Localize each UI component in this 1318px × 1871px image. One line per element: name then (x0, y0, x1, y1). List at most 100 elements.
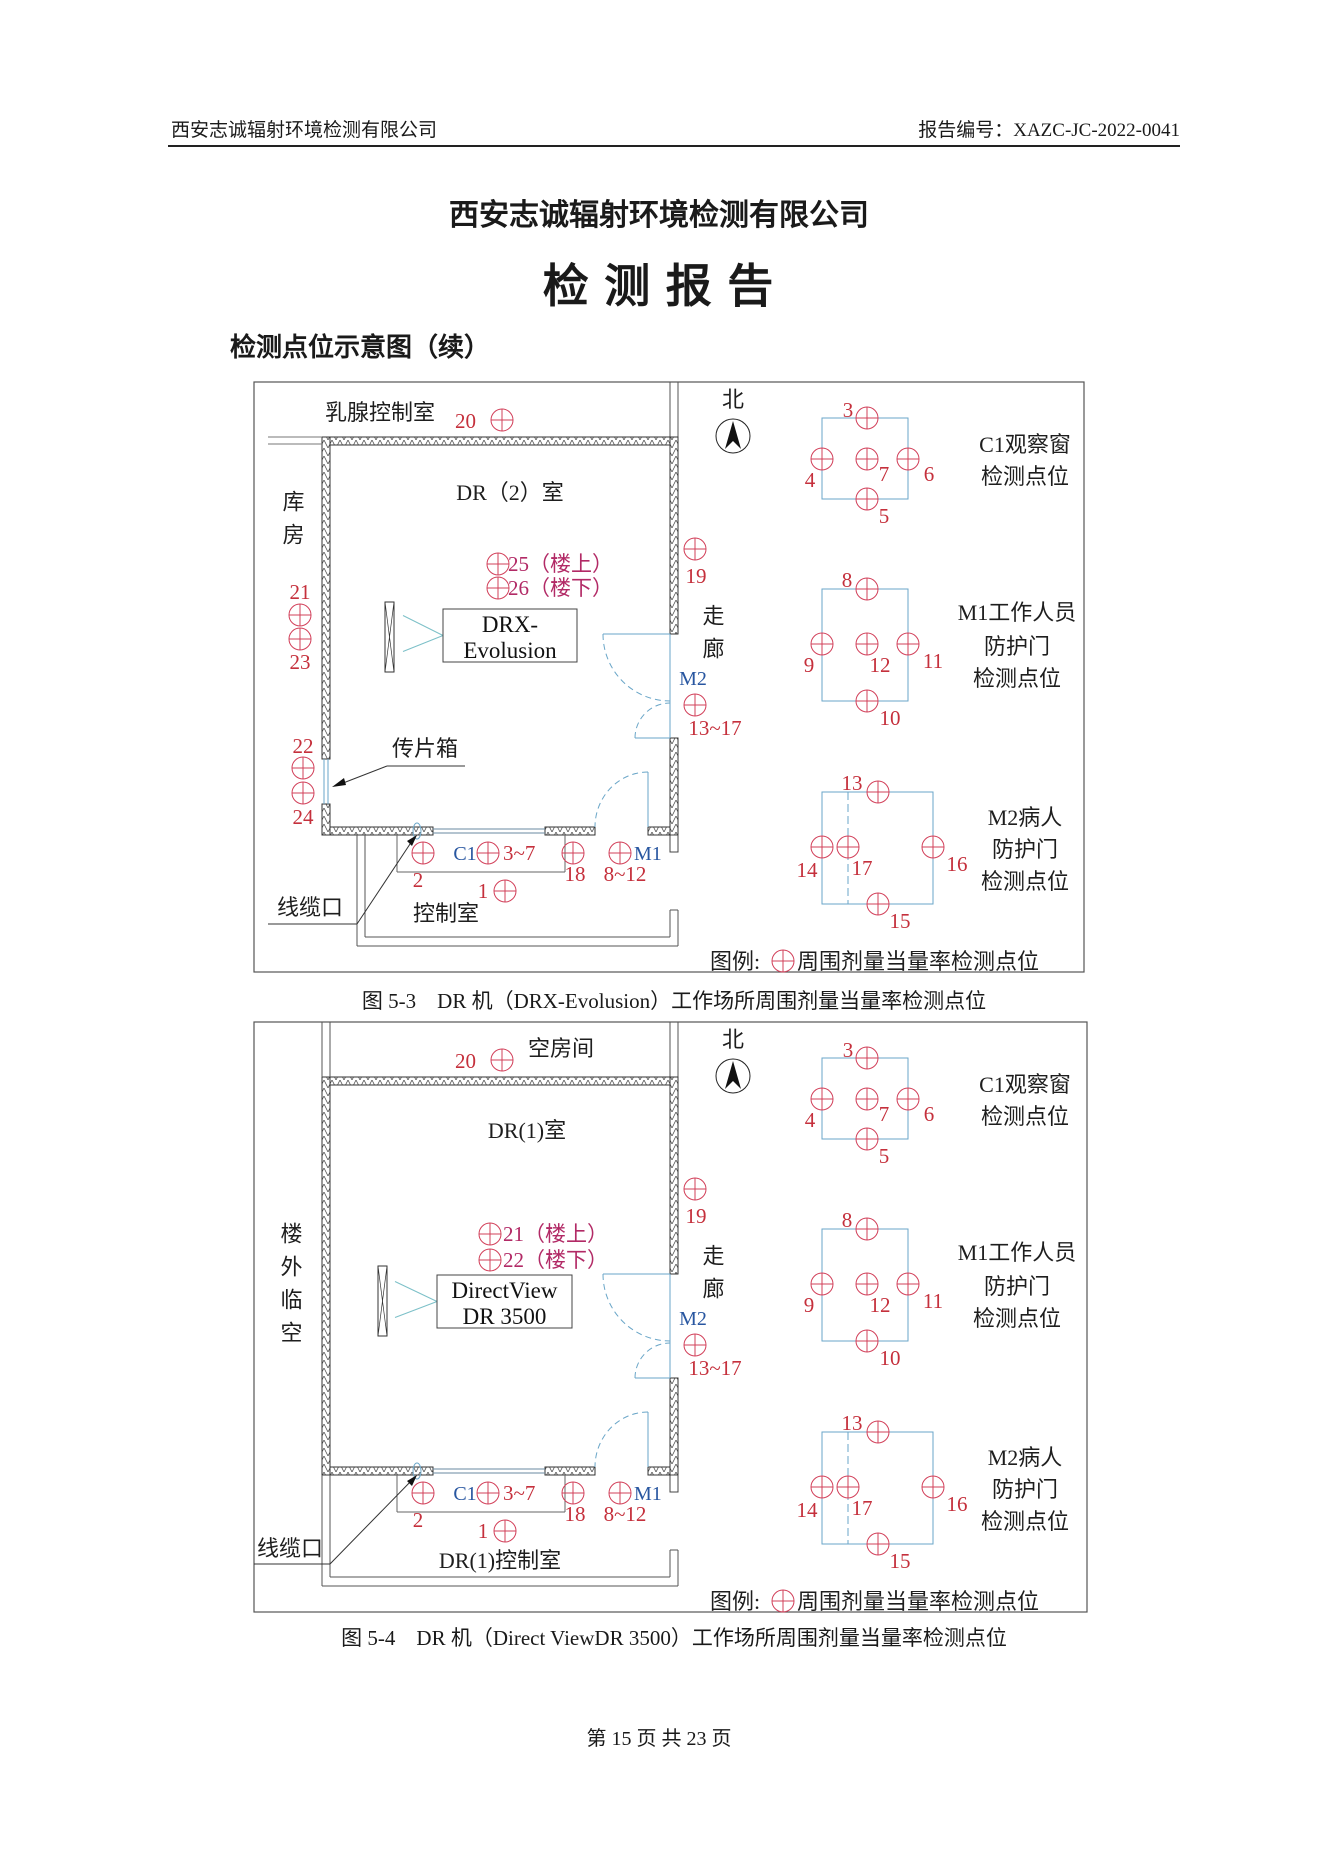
detail-m2-title: M2病人 (988, 1445, 1063, 1470)
measure-point-icon (866, 1532, 890, 1556)
detail-point-label: 6 (924, 1102, 935, 1126)
measure-point-icon (771, 949, 795, 973)
arrow-icon (407, 835, 417, 846)
measure-point-icon (866, 1420, 890, 1444)
header-report-number: 报告编号：XAZC-JC-2022-0041 (918, 120, 1180, 141)
shield-wall (669, 1076, 679, 1275)
device-model: Evolusion (463, 638, 557, 663)
measure-point-icon (486, 576, 510, 600)
detail-m1-subtitle: 检测点位 (973, 1306, 1061, 1331)
point-label-21: 21 (290, 580, 311, 604)
detail-point-label: 5 (879, 504, 890, 528)
detail-point-label: 10 (880, 1346, 901, 1370)
corridor-label: 走廊 (700, 604, 725, 670)
detail-point-label: 16 (947, 1492, 968, 1516)
shield-wall (669, 737, 679, 836)
measure-point-icon (683, 1177, 707, 1201)
section-title: 检测点位示意图（续） (230, 333, 491, 362)
detail-point-label: 9 (804, 1293, 815, 1317)
measure-point-icon (493, 1519, 517, 1543)
measure-point-icon (810, 447, 834, 471)
measure-point-icon (810, 1087, 834, 1111)
measure-point-icon (493, 879, 517, 903)
detail-point-label: 12 (870, 1293, 891, 1317)
point-label-18: 18 (565, 862, 586, 886)
shield-wall (321, 436, 679, 446)
measure-point-icon (810, 835, 834, 859)
point-label-2: 2 (413, 868, 424, 892)
detail-point-label: 15 (890, 909, 911, 933)
cable-port-icon (412, 1462, 422, 1480)
legend-label: 图例: (710, 949, 760, 974)
room-label-main: DR(1)室 (488, 1118, 566, 1143)
measure-point-icon (855, 1087, 879, 1111)
measure-point-icon (486, 552, 510, 576)
point-label-19: 19 (686, 564, 707, 588)
measure-point-icon (771, 1589, 795, 1613)
door-m1-label: M1 (634, 1483, 662, 1505)
measure-point-icon (411, 1481, 435, 1505)
detail-m1-title: M1工作人员 (958, 1240, 1077, 1265)
point-label-19: 19 (686, 1204, 707, 1228)
legend-text: 周围剂量当量率检测点位 (797, 1589, 1039, 1614)
measure-point-icon (561, 841, 585, 865)
detail-m1-outline (821, 588, 909, 702)
detail-m1-title: M1工作人员 (958, 600, 1077, 625)
detail-point-label: 14 (797, 1498, 819, 1522)
measure-point-icon (855, 1127, 879, 1151)
point-label-20: 20 (455, 1049, 476, 1073)
measure-point-icon (478, 1248, 502, 1272)
header-company: 西安志诚辐射环境检测有限公司 (171, 120, 438, 141)
detail-point-label: 13 (842, 771, 863, 795)
door-m2-label: M2 (679, 668, 707, 690)
detail-point-label: 6 (924, 462, 935, 486)
detail-point-label: 5 (879, 1144, 890, 1168)
point-label-21: 21（楼上） (503, 1222, 608, 1246)
cable-port-leader (356, 837, 415, 925)
cable-port-icon (412, 822, 422, 840)
shield-wall (321, 803, 331, 836)
legend-text: 周围剂量当量率检测点位 (797, 949, 1039, 974)
measure-point-icon (411, 841, 435, 865)
point-label-8-12: 8~12 (604, 862, 647, 886)
door-m2-label: M2 (679, 1308, 707, 1330)
door-m1-swing (594, 1411, 649, 1468)
detail-m2-outline (821, 791, 934, 905)
detail-c1-subtitle: 检测点位 (981, 464, 1069, 489)
detail-point-label: 3 (843, 1038, 854, 1062)
detail-point-label: 11 (923, 649, 943, 673)
point-label-2: 2 (413, 1508, 424, 1532)
shield-wall (321, 1076, 331, 1476)
pass-box-leader (337, 765, 388, 786)
north-arrow-icon (725, 421, 741, 449)
measure-point-icon (896, 632, 920, 656)
measure-point-icon (866, 892, 890, 916)
pass-box-label: 传片箱 (392, 736, 458, 761)
measure-point-icon (896, 1272, 920, 1296)
measure-point-icon (855, 487, 879, 511)
detail-c1-title: C1观察窗 (979, 432, 1071, 457)
beam-line (394, 1281, 438, 1302)
measure-point-icon (683, 693, 707, 717)
point-label-26: 26（楼下） (508, 576, 613, 600)
detail-point-label: 7 (879, 1102, 890, 1126)
shield-wall (329, 826, 434, 836)
beam-line (402, 615, 444, 636)
shield-wall (329, 1466, 434, 1476)
measure-point-icon (288, 603, 312, 627)
device-model: DR 3500 (463, 1304, 547, 1329)
detail-m2-line2: 防护门 (992, 837, 1058, 862)
detail-c1-subtitle: 检测点位 (981, 1104, 1069, 1129)
measure-point-icon (291, 756, 315, 780)
measure-point-icon (855, 447, 879, 471)
tube-cross (377, 1265, 388, 1337)
detail-point-label: 7 (879, 462, 890, 486)
shield-wall (321, 1076, 679, 1086)
window-c1-label: C1 (453, 843, 476, 865)
point-label-3-7: 3~7 (503, 841, 535, 865)
corridor-label: 走廊 (700, 1244, 725, 1310)
document-title: 检 测 报 告 (542, 261, 776, 312)
